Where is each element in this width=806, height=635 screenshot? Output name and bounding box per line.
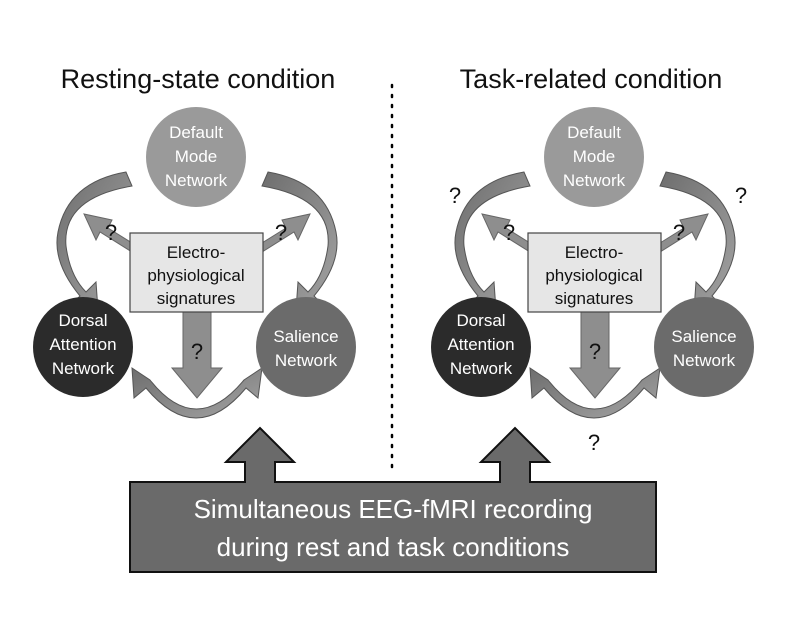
question-mark: ? [275,220,287,245]
panel-title: Task-related condition [460,64,723,94]
salience-network-node [654,297,754,397]
banner-shape [129,426,657,573]
question-mark: ? [503,220,515,245]
dan-label-line1: Dorsal [58,311,107,330]
dmn-label-line1: Default [567,123,621,142]
question-mark: ? [735,183,747,208]
question-mark: ? [588,430,600,455]
question-mark: ? [191,339,203,364]
sal-label-line1: Salience [273,327,338,346]
dan-label-line1: Dorsal [456,311,505,330]
dan-label-line3: Network [450,359,513,378]
dorsal-attention-network-node [33,297,133,397]
panel-title: Resting-state condition [61,64,336,94]
dmn-label-line2: Mode [573,147,616,166]
electrophysiological-signatures-box [129,232,264,313]
question-mark: ? [673,220,685,245]
dmn-label-line3: Network [165,171,228,190]
signature-label-line2: physiological [147,266,244,285]
question-mark: ? [449,183,461,208]
signature-down-arrow [568,311,622,399]
dmn-label-line1: Default [169,123,223,142]
dan-label-line3: Network [52,359,115,378]
salience-network-node [256,297,356,397]
task-related-panel: Task-related condition Default Mode Netw… [431,64,754,455]
dan-label-line2: Attention [447,335,514,354]
signature-label-line1: Electro- [167,243,226,262]
dan-sal-curved-arrow [529,366,661,419]
electrophysiological-signatures-box [527,232,662,313]
dorsal-attention-network-node [431,297,531,397]
sal-label-line1: Salience [671,327,736,346]
dan-label-line2: Attention [49,335,116,354]
signature-to-dmn-arrow [83,213,142,253]
signature-to-dmn-arrow [481,213,540,253]
signature-label-line2: physiological [545,266,642,285]
sal-label-line2: Network [275,351,338,370]
dmn-label-line2: Mode [175,147,218,166]
signature-label-line3: signatures [555,289,633,308]
signature-label-line1: Electro- [565,243,624,262]
bottom-banner: Simultaneous EEG-fMRI recording during r… [129,426,657,573]
dmn-label-line3: Network [563,171,626,190]
sal-label-line2: Network [673,351,736,370]
default-mode-network-node [146,107,246,207]
signature-label-line3: signatures [157,289,235,308]
question-mark: ? [589,339,601,364]
question-mark: ? [105,220,117,245]
resting-state-panel: Resting-state condition Default Mode Net… [33,64,356,419]
banner-line2: during rest and task conditions [217,532,570,562]
signature-to-sal-arrow [650,213,709,253]
dan-sal-curved-arrow [131,366,263,419]
default-mode-network-node [544,107,644,207]
banner-line1: Simultaneous EEG-fMRI recording [194,494,593,524]
signature-to-sal-arrow [252,213,311,253]
signature-down-arrow [170,311,224,399]
